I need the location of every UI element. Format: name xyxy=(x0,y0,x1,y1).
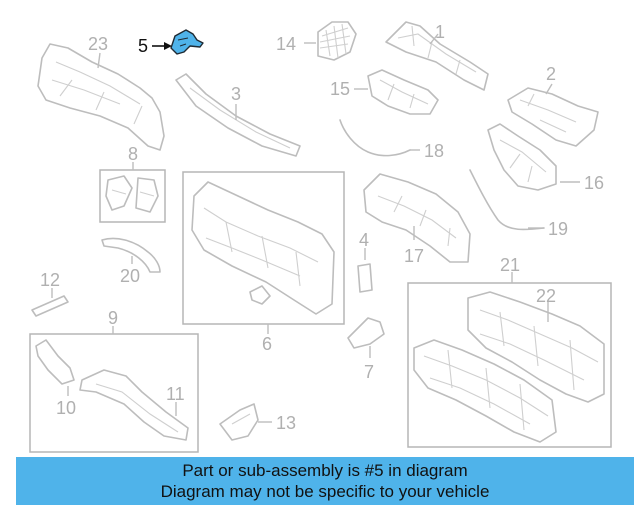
callout-20: 20 xyxy=(120,266,140,286)
group-box-8 xyxy=(99,169,166,223)
part-4 xyxy=(357,248,373,293)
part-13 xyxy=(219,403,272,441)
callout-19: 19 xyxy=(548,219,568,239)
callout-9: 9 xyxy=(108,308,118,328)
part-15 xyxy=(354,69,439,115)
callout-15: 15 xyxy=(330,79,350,99)
callout-21: 21 xyxy=(500,255,520,275)
part-20 xyxy=(101,237,161,273)
info-banner: Part or sub-assembly is #5 in diagram Di… xyxy=(16,457,634,505)
callout-14: 14 xyxy=(276,34,296,54)
part-3 xyxy=(175,73,301,157)
callout-3: 3 xyxy=(231,84,241,104)
part-14 xyxy=(304,21,357,61)
part-23 xyxy=(37,43,165,151)
callout-4: 4 xyxy=(359,230,369,250)
part-1 xyxy=(385,21,489,91)
callout-16: 16 xyxy=(584,173,604,193)
callout-2: 2 xyxy=(546,64,556,84)
part-9 xyxy=(35,326,189,441)
part-5-highlighted xyxy=(152,29,204,55)
banner-line-2: Diagram may not be specific to your vehi… xyxy=(160,482,490,501)
callout-1: 1 xyxy=(435,22,445,42)
part-6 xyxy=(191,181,335,334)
part-2 xyxy=(507,83,599,147)
group-box-9 xyxy=(29,333,199,453)
callout-13: 13 xyxy=(276,413,296,433)
parts-diagram: 23 5 14 1 3 15 2 8 18 16 19 4 17 20 21 1… xyxy=(29,21,612,453)
callout-10: 10 xyxy=(56,398,76,418)
callout-18: 18 xyxy=(424,141,444,161)
part-17 xyxy=(363,173,471,263)
callout-5: 5 xyxy=(138,36,148,56)
part-21-22 xyxy=(413,272,605,443)
part-8 xyxy=(105,162,159,213)
part-16 xyxy=(487,123,580,191)
banner-line-1: Part or sub-assembly is #5 in diagram xyxy=(182,461,468,480)
callout-6: 6 xyxy=(262,334,272,354)
callout-22: 22 xyxy=(536,286,556,306)
callout-17: 17 xyxy=(404,246,424,266)
part-7 xyxy=(347,317,385,358)
part-12 xyxy=(31,288,69,317)
part-19 xyxy=(469,169,545,231)
group-box-6 xyxy=(182,171,345,325)
group-box-21 xyxy=(407,282,612,448)
part-18 xyxy=(339,119,420,157)
callout-7: 7 xyxy=(364,362,374,382)
callout-11: 11 xyxy=(166,384,185,404)
callout-8: 8 xyxy=(128,144,138,164)
callout-12: 12 xyxy=(40,270,60,290)
callout-23: 23 xyxy=(88,34,108,54)
